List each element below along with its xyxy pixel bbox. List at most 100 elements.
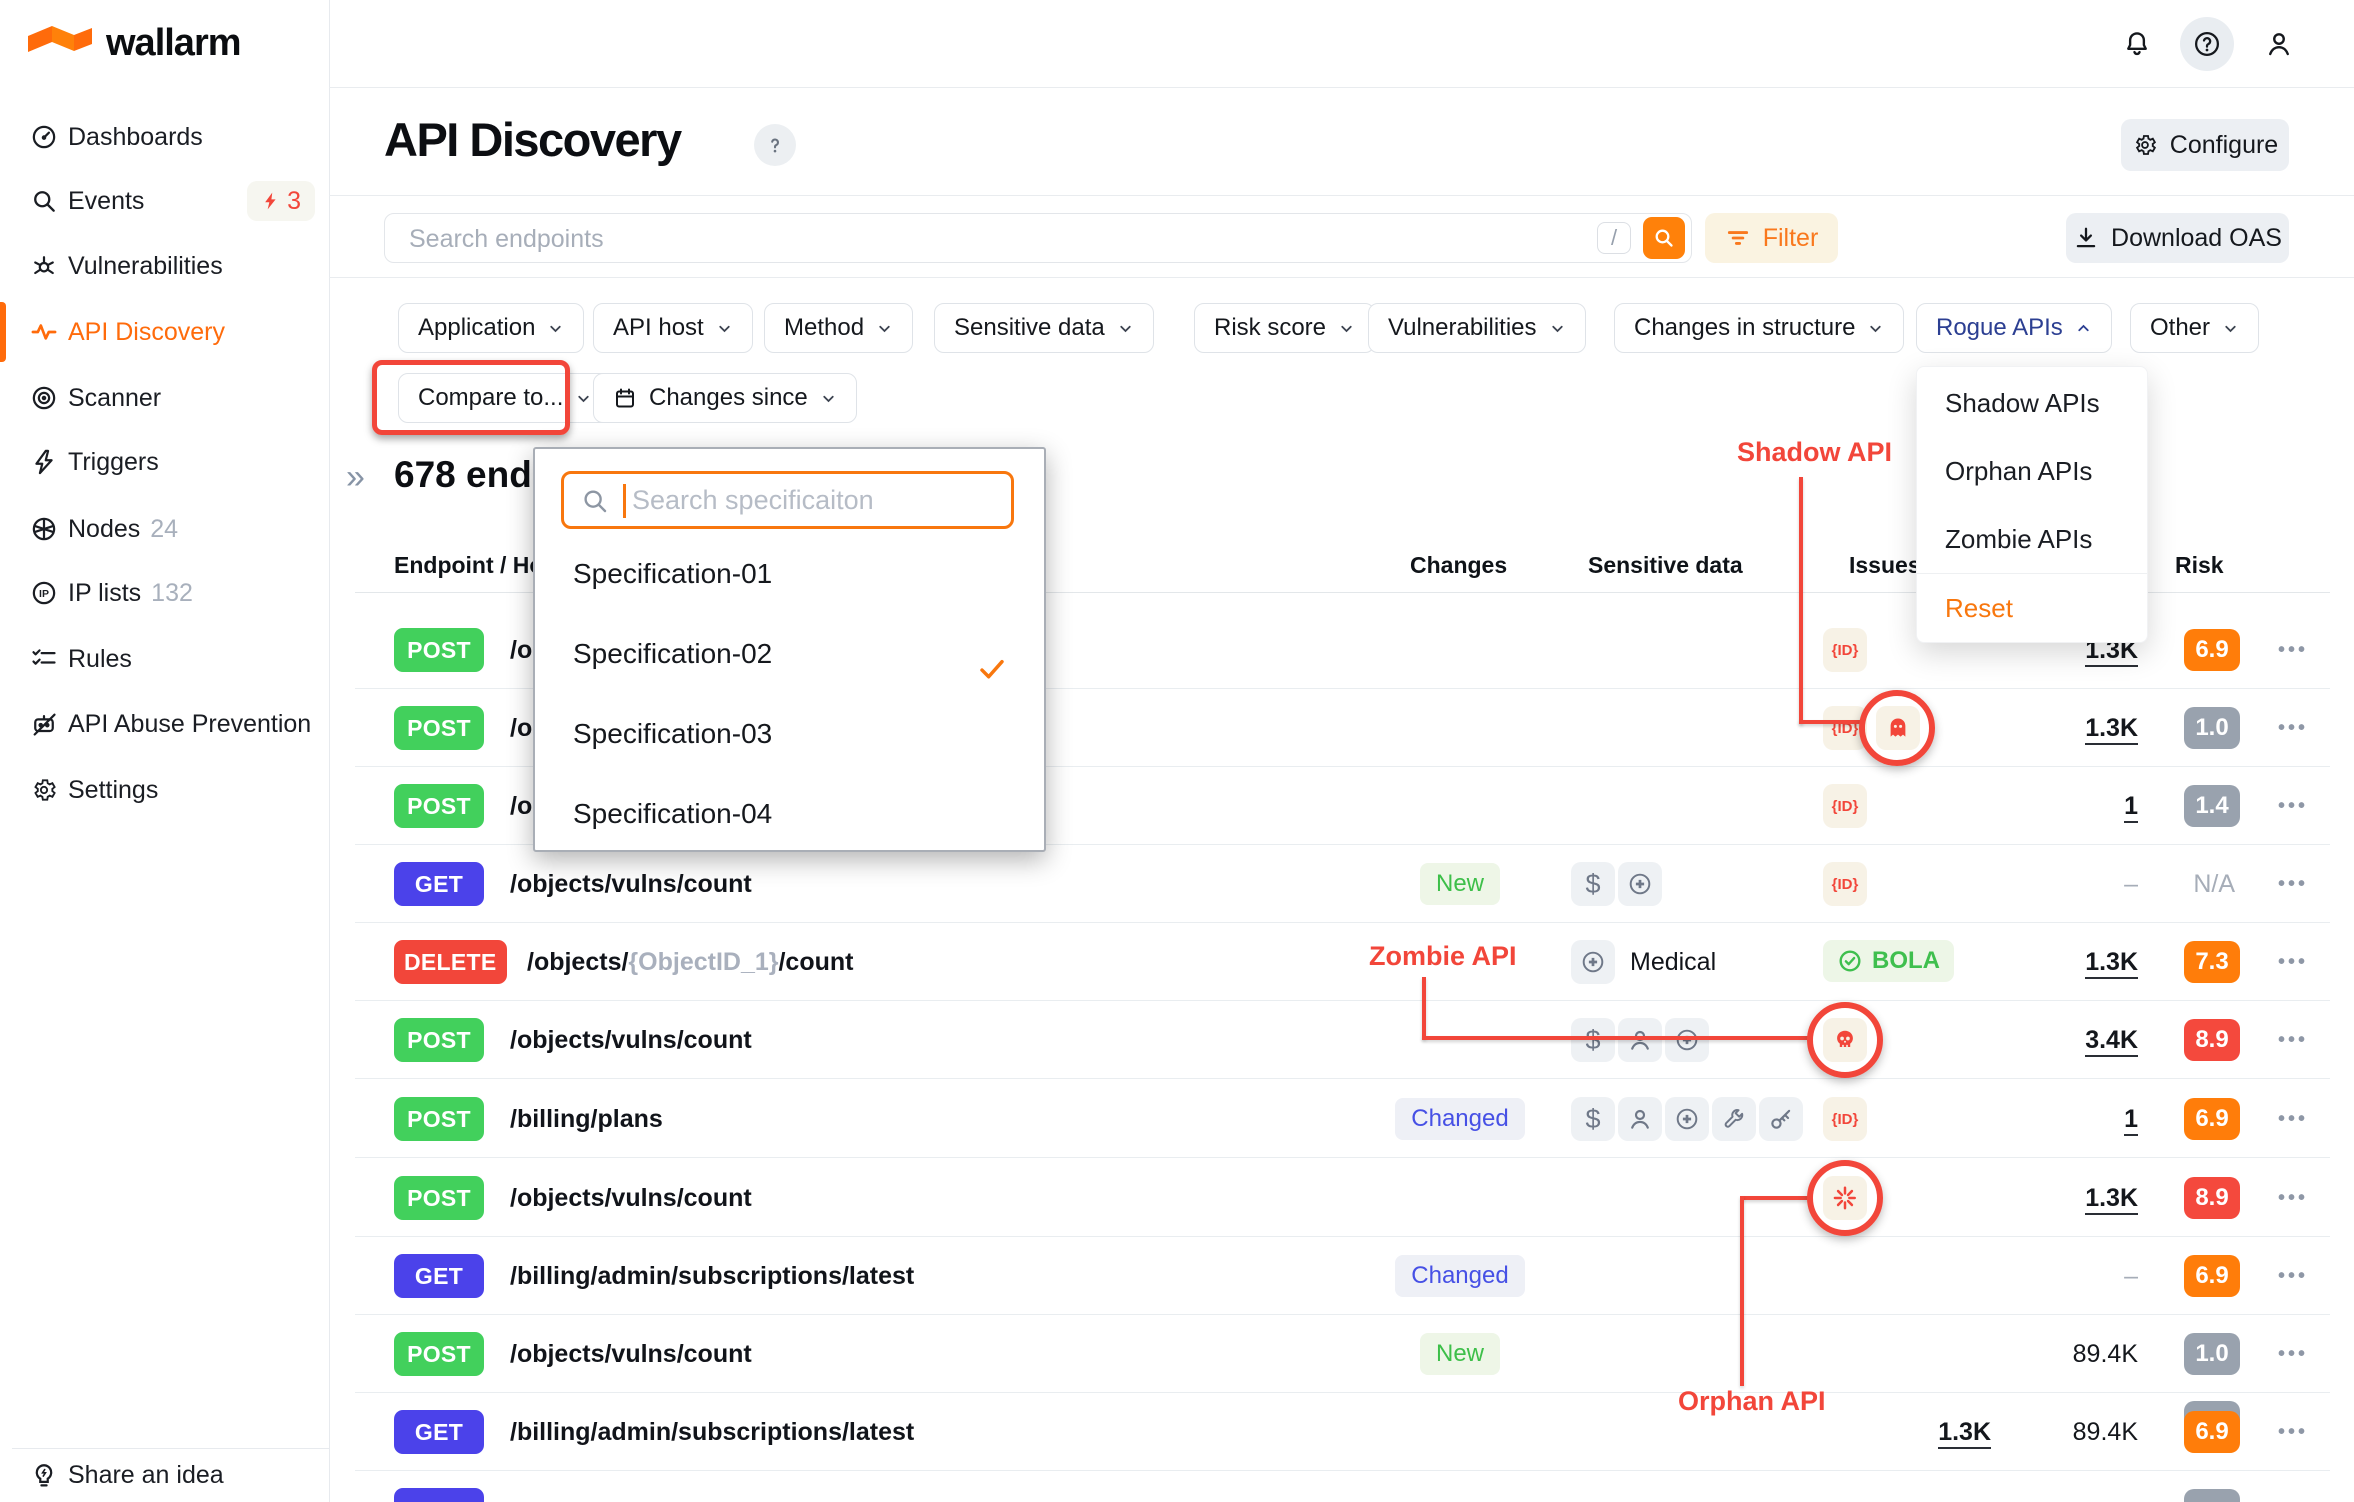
title-help-icon[interactable] <box>754 124 796 166</box>
row-menu-button[interactable]: ••• <box>2277 1421 2308 1443</box>
hits-link[interactable]: 1 <box>2124 767 2138 845</box>
hits-link[interactable]: 1.3K <box>2085 923 2138 1001</box>
filter-chip-changes-since[interactable]: Changes since <box>593 373 857 423</box>
sidebar-item-vulnerabilities[interactable]: Vulnerabilities <box>0 234 329 298</box>
chevron-up-icon <box>2075 320 2092 337</box>
table-row[interactable]: POST /billing/plans Changed $ {ID} 1 6.9… <box>355 1080 2330 1158</box>
table-row[interactable]: POST /objects/vulns/count $ 3.4K 8.9 ••• <box>355 1001 2330 1079</box>
row-menu-button[interactable]: ••• <box>2277 639 2308 661</box>
table-row[interactable]: GET /billing/admin/subscriptions/latest … <box>355 1393 2330 1471</box>
filter-chip-api-host[interactable]: API host <box>593 303 753 353</box>
method-badge: POST <box>394 1176 484 1220</box>
spec-option-02[interactable]: Specification-02 <box>573 638 773 669</box>
filter-chip-compare-to[interactable]: Compare to... <box>398 373 613 423</box>
filter-chip-other[interactable]: Other <box>2130 303 2260 353</box>
hits-value: 89.4K <box>2072 1340 2138 1368</box>
table-row[interactable]: GET /objects/vulns/count New $ {ID} – N/… <box>355 845 2330 923</box>
filter-chip-application[interactable]: Application <box>398 303 585 353</box>
zombie-api-annotation-line <box>1422 977 1426 1039</box>
row-menu-button[interactable]: ••• <box>2277 717 2308 739</box>
selected-check-icon <box>976 653 1008 685</box>
spec-option-01[interactable]: Specification-01 <box>535 543 1044 679</box>
wallarm-logo[interactable]: wallarm <box>28 22 242 65</box>
dropdown-reset-button[interactable]: Reset <box>1945 592 2013 623</box>
sidebar-item-api-discovery[interactable]: API Discovery <box>0 300 329 364</box>
sidebar-item-api-abuse-prevention[interactable]: API Abuse Prevention <box>0 692 329 756</box>
column-header-sensitive-data[interactable]: Sensitive data <box>1588 552 1743 578</box>
sidebar-item-dashboards[interactable]: Dashboards <box>0 105 329 169</box>
filter-chip-sensitive-data[interactable]: Sensitive data <box>934 303 1154 353</box>
sidebar-item-settings[interactable]: Settings <box>0 758 329 822</box>
row-menu-button[interactable]: ••• <box>2277 1343 2308 1365</box>
download-oas-button[interactable]: Download OAS <box>2066 213 2289 263</box>
column-header-issues[interactable]: Issues <box>1849 552 1921 578</box>
table-row[interactable]: POST /ob {ID} 1 1.4 ••• <box>355 767 2330 845</box>
search-submit-button[interactable] <box>1643 217 1685 259</box>
logo-wordmark: wallarm <box>106 22 242 64</box>
dropdown-item-zombie-apis[interactable]: Zombie APIs <box>1945 523 2093 554</box>
hits-link[interactable]: 1.3K <box>2085 689 2138 767</box>
hits-link[interactable]: 1.3K <box>2085 1159 2138 1237</box>
risk-badge <box>2184 1489 2240 1502</box>
filter-chip-vulnerabilities[interactable]: Vulnerabilities <box>1368 303 1586 353</box>
table-row[interactable]: POST /objects/vulns/count 1.3K 8.9 ••• <box>355 1159 2330 1237</box>
hits-link[interactable]: 1 <box>2124 1080 2138 1158</box>
changes-new-badge: New <box>1419 1333 1500 1375</box>
user-profile-icon[interactable] <box>2252 17 2306 71</box>
risk-badge: 6.9 <box>2184 1098 2240 1140</box>
search-row-divider <box>329 277 2354 278</box>
table-row[interactable]: DELETE /objects/{ObjectID_1}/count Medic… <box>355 923 2330 1001</box>
dropdown-item-orphan-apis[interactable]: Orphan APIs <box>1945 455 2093 486</box>
zombie-api-ring <box>1807 1002 1883 1078</box>
endpoint-path: /objects/vulns/count <box>510 1340 752 1368</box>
share-an-idea-button[interactable]: Share an idea <box>12 1448 329 1502</box>
gauge-icon <box>30 123 58 151</box>
risk-badge: 6.9 <box>2184 1255 2240 1297</box>
specification-search-input[interactable]: Search specificaiton <box>561 471 1014 529</box>
method-badge: GET <box>394 1410 484 1454</box>
bola-vulnerability-badge[interactable]: BOLA <box>1823 940 1954 982</box>
spec-option-03[interactable]: Specification-03 <box>573 718 773 749</box>
row-menu-button[interactable]: ••• <box>2277 1029 2308 1051</box>
count-link[interactable]: 1.3K <box>1938 1393 1991 1471</box>
filter-chip-rogue-apis[interactable]: Rogue APIs <box>1916 303 2112 353</box>
row-menu-button[interactable]: ••• <box>2277 951 2308 973</box>
row-menu-button[interactable]: ••• <box>2277 1108 2308 1130</box>
hits-link[interactable]: 3.4K <box>2085 1001 2138 1079</box>
spec-option-04[interactable]: Specification-04 <box>573 798 773 829</box>
row-menu-button[interactable]: ••• <box>2277 1187 2308 1209</box>
sidebar-item-rules[interactable]: Rules <box>0 627 329 691</box>
check-circle-icon <box>1839 950 1861 972</box>
risk-badge: 1.0 <box>2184 707 2240 749</box>
dropdown-item-shadow-apis[interactable]: Shadow APIs <box>1945 387 2100 418</box>
search-endpoints-input[interactable]: Search endpoints / <box>384 213 1692 263</box>
zombie-api-annotation-label: Zombie API <box>1369 941 1517 971</box>
row-menu-button[interactable]: ••• <box>2277 1265 2308 1287</box>
notifications-bell-icon[interactable] <box>2110 17 2164 71</box>
sidebar-item-scanner[interactable]: Scanner <box>0 366 329 430</box>
table-row[interactable]: POST /objects/vulns/count New 89.4K 1.0 … <box>355 1315 2330 1393</box>
row-menu-button[interactable]: ••• <box>2277 795 2308 817</box>
sidebar-item-events[interactable]: Events 3 <box>0 169 329 233</box>
wrench-sensitive-icon <box>1712 1097 1756 1141</box>
column-header-changes[interactable]: Changes <box>1410 552 1508 578</box>
configure-button[interactable]: Configure <box>2121 119 2289 171</box>
filter-chip-method[interactable]: Method <box>764 303 914 353</box>
object-id-issue-icon: {ID} <box>1823 1097 1867 1141</box>
filter-chip-risk-score[interactable]: Risk score <box>1194 303 1376 353</box>
page-title: API Discovery <box>384 113 682 166</box>
sidebar-item-triggers[interactable]: Triggers <box>0 430 329 494</box>
filter-chip-changes-in-structure[interactable]: Changes in structure <box>1614 303 1905 353</box>
table-row[interactable]: GET <box>355 1471 2330 1502</box>
filter-button[interactable]: Filter <box>1705 213 1838 263</box>
column-header-risk[interactable]: Risk <box>2175 552 2224 578</box>
row-menu-button[interactable]: ••• <box>2277 873 2308 895</box>
table-row[interactable]: POST /ob {ID} 1.3K 6.9 ••• <box>355 611 2330 689</box>
text-cursor <box>623 484 626 518</box>
table-row[interactable]: GET /billing/admin/subscriptions/latest … <box>355 1237 2330 1315</box>
wallarm-logo-icon <box>28 24 92 64</box>
collapse-panel-icon[interactable]: » <box>346 458 365 496</box>
help-icon[interactable] <box>2180 17 2234 71</box>
